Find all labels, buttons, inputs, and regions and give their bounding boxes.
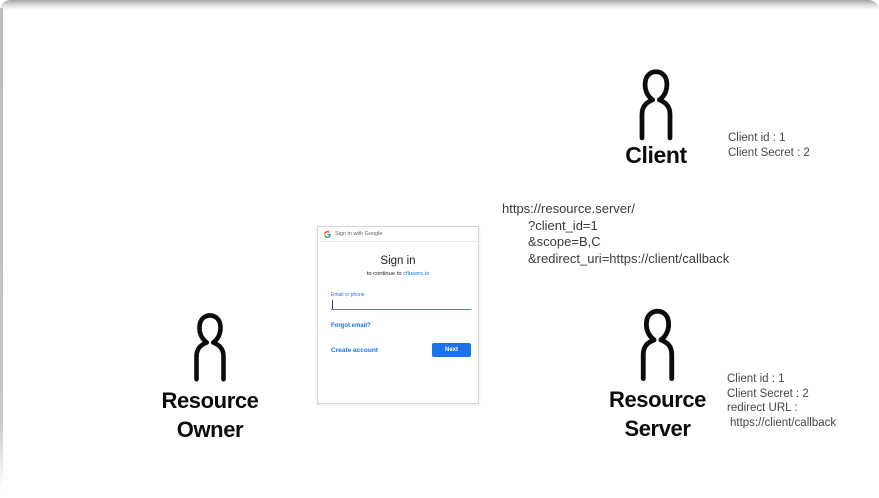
signin-subtitle: to continue to cflusers.io <box>318 271 478 277</box>
client-credentials: Client id : 1 Client Secret : 2 <box>728 131 810 160</box>
server-client-secret-text: Client Secret : 2 <box>727 387 809 400</box>
google-signin-dialog-header: Sign in with Google <box>318 227 478 242</box>
create-account-link[interactable]: Create account <box>331 347 378 354</box>
dialog-header-title: Sign in with Google <box>335 231 383 237</box>
resource-server-label-line2: Server <box>624 416 691 441</box>
app-domain-link[interactable]: cflusers.io <box>403 271 430 277</box>
next-button[interactable]: Next <box>432 343 471 357</box>
client-label: Client <box>625 142 687 168</box>
resource-owner-label-line2: Owner <box>176 417 244 442</box>
url-line-redirect-uri: &redirect_uri=https://client/callback <box>528 250 730 266</box>
email-input[interactable] <box>331 299 471 310</box>
signin-subtitle-prefix: to continue to <box>366 271 404 277</box>
url-line-client-id: ?client_id=1 <box>528 217 598 233</box>
server-client-id-text: Client id : 1 <box>727 373 785 385</box>
actor-client: Client <box>600 65 712 168</box>
resource-owner-label-line1: Resource <box>161 388 259 413</box>
google-logo-icon <box>324 231 331 238</box>
resource-server-label-line1: Resource <box>608 387 707 412</box>
server-redirect-url-label: redirect URL : <box>727 402 798 414</box>
signin-title: Sign in <box>380 255 416 267</box>
authorization-request-url: https://resource.server/ ?client_id=1 &s… <box>502 201 729 267</box>
slide-left-edge <box>0 8 3 490</box>
client-id-text: Client id : 1 <box>728 132 786 144</box>
resource-owner-label: Resource Owner <box>161 386 258 444</box>
server-credentials: Client id : 1 Client Secret : 2 redirect… <box>727 372 836 430</box>
google-signin-dialog: Sign in with Google Sign in to continue … <box>317 226 479 404</box>
actor-resource-server: Resource Server <box>600 304 715 443</box>
google-signin-dialog-body: Sign in to continue to cflusers.io Email… <box>318 242 478 402</box>
client-secret-text: Client Secret : 2 <box>728 146 810 159</box>
forgot-email-link[interactable]: Forgot email? <box>331 323 371 329</box>
email-field-label: Email or phone <box>331 292 365 298</box>
url-line-scope: &scope=B,C <box>528 234 601 249</box>
slide-top-edge <box>0 0 879 10</box>
person-icon <box>628 65 684 141</box>
resource-server-label: Resource Server <box>609 385 706 443</box>
person-icon <box>629 304 686 382</box>
url-line-base: https://resource.server/ <box>502 201 635 216</box>
actor-resource-owner: Resource Owner <box>154 308 266 444</box>
person-icon <box>183 308 237 383</box>
server-redirect-url-value: https://client/callback <box>730 416 837 429</box>
text-cursor <box>332 300 333 309</box>
